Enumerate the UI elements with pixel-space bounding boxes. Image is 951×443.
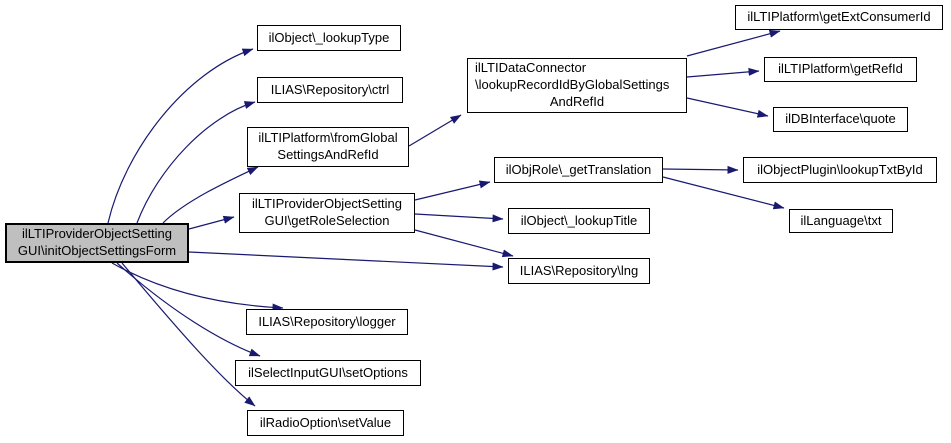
edge-init_form-to-set_value bbox=[121, 262, 256, 407]
node-label-line: ilLTIProviderObjectSetting bbox=[251, 196, 403, 212]
node-initObjectSettingsForm: ilLTIProviderObjectSetting GUI\initObjec… bbox=[5, 223, 189, 263]
node-label-line: GUI\getRoleSelection bbox=[264, 213, 390, 228]
node-label-line: ilLanguage\txt bbox=[800, 212, 882, 228]
edge-lookup_record-to-get_ref_id bbox=[686, 67, 760, 78]
node-label-line: ilObject\_lookupType bbox=[268, 29, 390, 45]
node-getRefId[interactable]: ilLTIPlatform\getRefId bbox=[764, 57, 917, 82]
edge-lookup_record-to-quote bbox=[686, 97, 769, 118]
node-lookupType[interactable]: ilObject\_lookupType bbox=[257, 25, 401, 51]
node-label-line: ilDBInterface\quote bbox=[785, 111, 896, 127]
node-label-line: \lookupRecordIdByGlobalSettings bbox=[475, 77, 670, 93]
edge-get_role_selection-to-lookup_title bbox=[414, 213, 504, 223]
edge-init_form-to-from_global bbox=[162, 166, 259, 224]
node-repository-lng[interactable]: ILIAS\Repository\lng bbox=[508, 258, 650, 284]
edge-init_form-to-ctrl bbox=[136, 101, 256, 224]
node-label-line: ilObject\_lookupTitle bbox=[520, 212, 638, 228]
node-getRoleSelection[interactable]: ilLTIProviderObjectSetting GUI\getRoleSe… bbox=[239, 193, 415, 233]
node-label-line: ILIAS\Repository\logger bbox=[258, 313, 396, 329]
node-label-line: ilRadioOption\setValue bbox=[259, 414, 392, 430]
edge-init_form-to-lng bbox=[188, 251, 504, 271]
node-setOptions[interactable]: ilSelectInputGUI\setOptions bbox=[235, 360, 421, 386]
node-getExtConsumerId[interactable]: ilLTIPlatform\getExtConsumerId bbox=[735, 5, 943, 30]
node-label-line: ilSelectInputGUI\setOptions bbox=[248, 364, 408, 380]
node-lookupRecordIdByGlobalSettingsAndRefId[interactable]: ilLTIDataConnector \lookupRecordIdByGlob… bbox=[467, 58, 687, 113]
edge-get_role_selection-to-lng bbox=[414, 229, 514, 258]
node-lookupTitle[interactable]: ilObject\_lookupTitle bbox=[508, 208, 650, 234]
node-label-line: SettingsAndRefId bbox=[277, 147, 379, 162]
edge-init_form-to-logger bbox=[111, 262, 284, 312]
node-label-line: ILIAS\Repository\ctrl bbox=[270, 81, 390, 97]
edge-get_translation-to-lookup_txt_by_id bbox=[662, 165, 739, 174]
node-label-line: GUI\initObjectSettingsForm bbox=[17, 243, 177, 258]
node-label-line: ilLTIPlatform\getRefId bbox=[778, 61, 903, 77]
node-label-line: ilObjectPlugin\lookupTxtById bbox=[757, 161, 923, 177]
node-repository-ctrl[interactable]: ILIAS\Repository\ctrl bbox=[257, 77, 403, 103]
node-label-line: ilLTIProviderObjectSetting bbox=[21, 226, 173, 242]
node-getTranslation[interactable]: ilObjRole\_getTranslation bbox=[494, 157, 663, 183]
edge-get_translation-to-txt bbox=[662, 176, 785, 210]
node-language-txt[interactable]: ilLanguage\txt bbox=[789, 209, 893, 233]
node-label-line: ilObjRole\_getTranslation bbox=[505, 161, 652, 177]
edge-from_global-to-lookup_record bbox=[408, 114, 462, 147]
node-dbinterface-quote[interactable]: ilDBInterface\quote bbox=[773, 107, 908, 132]
node-label-line: ilLTIDataConnector bbox=[475, 60, 587, 76]
edge-init_form-to-lookup_type bbox=[107, 48, 254, 224]
node-label-line: ilLTIPlatform\fromGlobal bbox=[258, 130, 398, 146]
edge-init_form-to-get_role_selection bbox=[188, 215, 235, 230]
node-lookupTxtById[interactable]: ilObjectPlugin\lookupTxtById bbox=[743, 157, 937, 183]
node-repository-logger[interactable]: ILIAS\Repository\logger bbox=[246, 309, 408, 335]
node-fromGlobalSettingsAndRefId[interactable]: ilLTIPlatform\fromGlobal SettingsAndRefI… bbox=[247, 127, 409, 167]
edge-lookup_record-to-get_ext_consumer_id bbox=[686, 29, 781, 57]
node-label-line: ilLTIPlatform\getExtConsumerId bbox=[747, 9, 931, 25]
edge-get_role_selection-to-get_translation bbox=[414, 180, 491, 201]
edge-init_form-to-set_options bbox=[116, 262, 261, 357]
node-label-line: ILIAS\Repository\lng bbox=[519, 262, 639, 278]
node-setValue[interactable]: ilRadioOption\setValue bbox=[247, 410, 404, 436]
node-label-line: AndRefId bbox=[549, 93, 605, 109]
